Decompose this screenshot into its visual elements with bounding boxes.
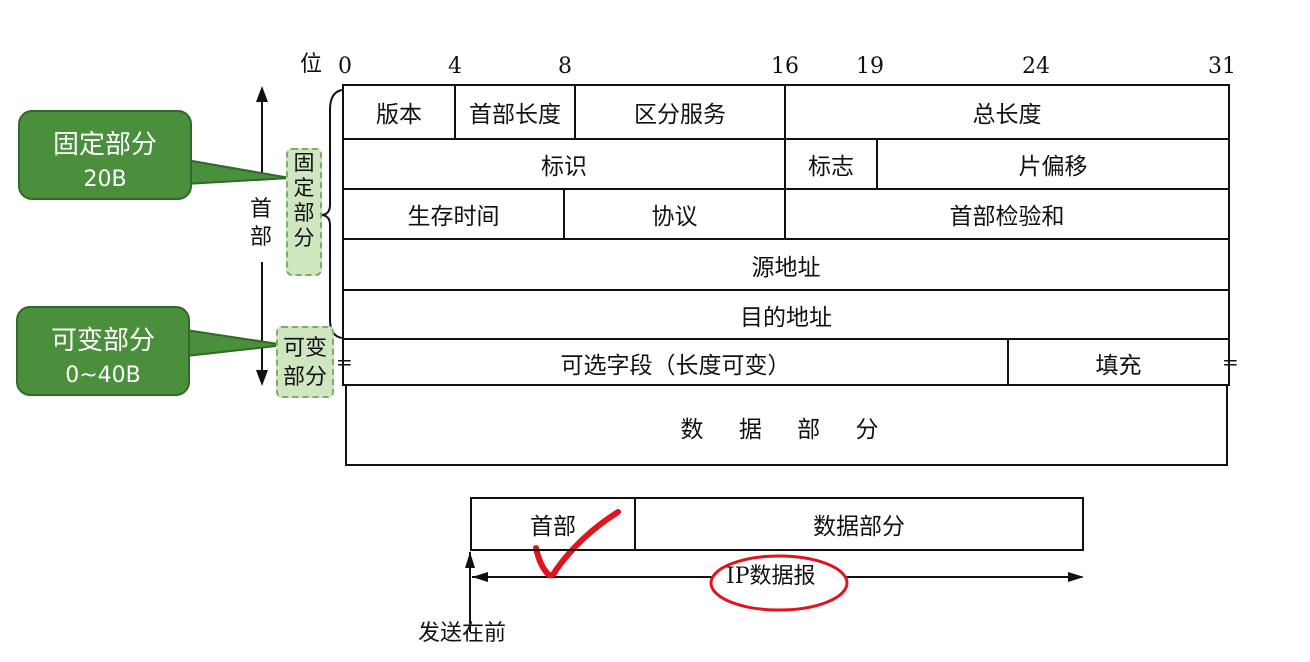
bit-pos-16: 16	[771, 54, 799, 79]
bit-pos-8: 8	[558, 54, 572, 79]
field-header-length: 首部长度	[456, 86, 576, 138]
send-first-label: 发送在前	[418, 621, 507, 646]
field-options: 可选字段（长度可变）	[344, 340, 1009, 386]
data-part-box	[345, 386, 1228, 466]
row-divider	[342, 289, 1230, 291]
variable-part-tag: 可变部分	[276, 326, 334, 398]
field-fragment-offset: 片偏移	[1018, 154, 1088, 180]
header-arrow-up	[256, 86, 268, 102]
header-vertical-label: 首部	[250, 197, 273, 250]
send-first-arrowhead	[465, 552, 475, 568]
data-part-label: 数 据 部 分	[680, 417, 893, 443]
fixed-part-brace	[321, 89, 343, 339]
options-right-border	[1228, 340, 1230, 386]
fixed-callout-title: 固定部分	[52, 130, 157, 160]
break-mark-left: =	[336, 350, 353, 374]
datagram-arrow-right	[1068, 572, 1084, 582]
header-table	[342, 84, 1230, 386]
fixed-part-tag: 固定部分	[286, 148, 322, 276]
field-protocol: 协议	[565, 190, 786, 238]
field-version: 版本	[344, 86, 456, 138]
field-destination-address: 目的地址	[740, 304, 832, 331]
bit-pos-31: 31	[1208, 54, 1236, 79]
header-arrow-down	[256, 370, 268, 386]
variable-callout-size: 0~40B	[65, 363, 141, 388]
fixed-callout-pointer	[185, 158, 291, 186]
bit-pos-19: 19	[856, 54, 884, 79]
table-right-border	[1228, 84, 1230, 340]
bit-pos-4: 4	[448, 54, 462, 79]
datagram-box	[470, 497, 1084, 551]
row-divider	[342, 238, 1230, 240]
field-total-length: 总长度	[972, 102, 1042, 128]
bit-label: 位	[300, 52, 323, 77]
bit-pos-24: 24	[1022, 54, 1050, 79]
datagram-label: IP数据报	[726, 564, 816, 589]
row-divider	[342, 188, 1230, 190]
field-identification: 标识	[344, 140, 786, 188]
variable-part-callout: 可变部分 0~40B	[16, 306, 190, 396]
field-checksum: 首部检验和	[949, 204, 1065, 230]
variable-callout-title: 可变部分	[50, 326, 155, 356]
datagram-header: 首部	[472, 499, 636, 549]
field-ttl: 生存时间	[344, 190, 565, 238]
field-padding: 填充	[1095, 353, 1142, 379]
fixed-part-callout: 固定部分 20B	[18, 110, 192, 200]
field-source-address: 源地址	[751, 254, 821, 281]
fixed-callout-size: 20B	[83, 167, 127, 192]
red-check-mark	[533, 509, 621, 579]
break-mark-right: =	[1222, 350, 1239, 374]
bit-pos-0: 0	[338, 54, 352, 79]
field-diffserv: 区分服务	[576, 86, 786, 138]
datagram-arrow-left	[472, 572, 488, 582]
datagram-data: 数据部分	[813, 514, 905, 540]
row-divider	[342, 138, 1230, 140]
variable-callout-pointer	[185, 328, 286, 358]
field-flags: 标志	[786, 140, 878, 188]
red-circle-annotation	[709, 554, 849, 612]
row-divider	[342, 338, 1230, 340]
